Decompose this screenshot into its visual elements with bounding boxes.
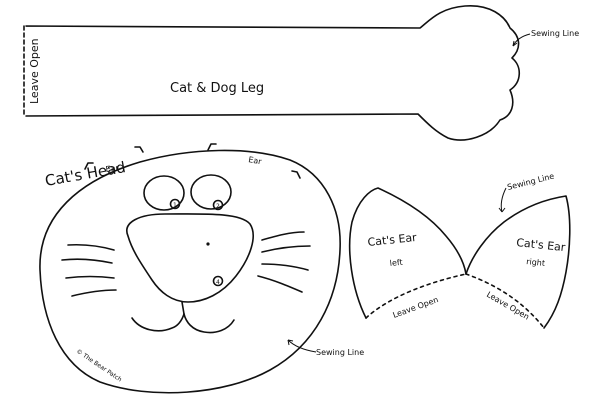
marker-4-circle (212, 275, 224, 287)
ear-right-leave-open: Leave Open (485, 290, 531, 322)
ear-right-side: right (526, 257, 546, 268)
whisker-left-3 (65, 275, 115, 279)
marker-4: 4 (216, 279, 220, 286)
right-eye (190, 174, 232, 210)
ear-left-open-edge (365, 273, 467, 319)
ear-right-piece (465, 195, 571, 329)
mouth-left (131, 313, 185, 332)
ear-left-outline (348, 187, 467, 319)
whisker-right-2 (261, 245, 311, 253)
ears-sewing-pointer (498, 187, 507, 213)
leg-piece (22, 5, 521, 141)
leg-sewing-pointer (512, 33, 531, 47)
whisker-left-4 (71, 289, 117, 297)
ear-mark-right-a (207, 143, 217, 151)
ear-mark-left-a (84, 162, 94, 170)
ear-right-outline (465, 195, 571, 329)
whisker-left-2 (61, 258, 113, 264)
leg-outline (23, 5, 521, 141)
marker-1: 1 (173, 202, 177, 209)
whisker-left-1 (67, 243, 115, 251)
ear-left-title: Cat's Ear (367, 231, 418, 249)
head-copyright: © The Bear Patch (75, 348, 123, 384)
ear-right-open-edge (465, 273, 545, 329)
ears-sewing-line-label: Sewing Line (506, 172, 555, 192)
ear-left-side: left (389, 258, 403, 268)
right-pupil (212, 199, 224, 211)
ear-left-leave-open: Leave Open (392, 295, 440, 320)
nose-center-dot (206, 242, 210, 246)
leg-sewing-line-label: Sewing Line (531, 29, 579, 38)
head-sewing-line-label: Sewing Line (316, 348, 364, 357)
whisker-right-3 (261, 263, 309, 271)
mouth-center (181, 301, 185, 315)
head-piece (39, 143, 341, 394)
ear-left-piece (348, 187, 467, 319)
head-ear-right-label: Ear (248, 155, 263, 166)
leg-leave-open-label: Leave Open (28, 38, 41, 104)
marker-2: 2 (216, 203, 220, 210)
ear-mark-left-b (134, 146, 144, 153)
left-pupil (169, 198, 181, 210)
leg-label: Cat & Dog Leg (170, 81, 264, 96)
head-sewing-pointer (287, 339, 317, 353)
ear-mark-right-b (291, 170, 301, 179)
ear-right-title: Cat's Ear (516, 236, 567, 254)
left-eye (143, 175, 185, 211)
whisker-right-1 (261, 231, 305, 241)
head-outline (39, 149, 341, 394)
head-ear-left-label: Ear (105, 163, 120, 174)
whisker-right-4 (257, 275, 303, 293)
nose-outline (126, 213, 254, 303)
mouth-right (183, 313, 235, 334)
